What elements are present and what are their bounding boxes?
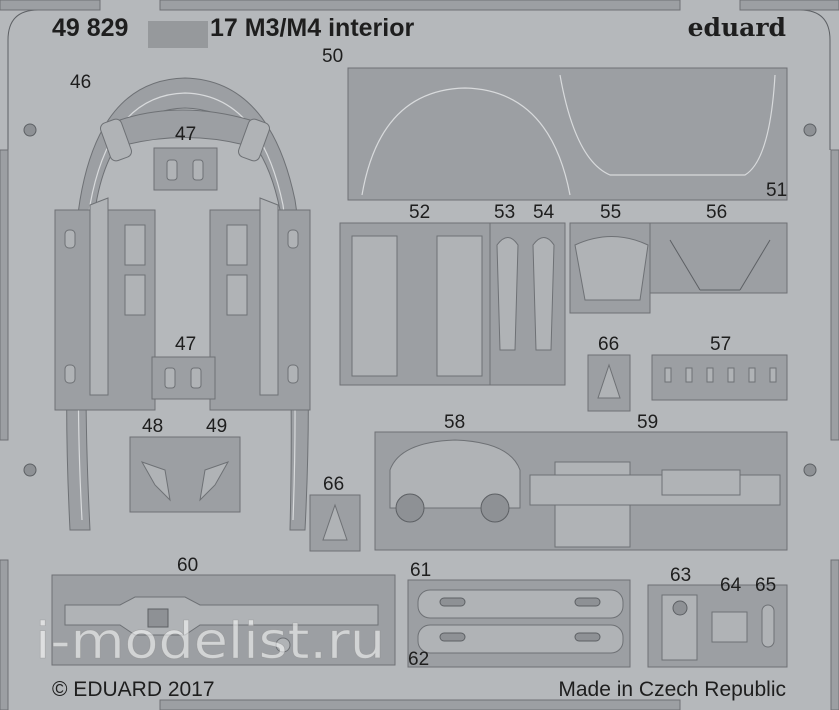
part-58-59 xyxy=(374,431,788,551)
part-label-60: 60 xyxy=(177,555,198,576)
mounting-hole xyxy=(23,463,37,477)
copyright: © EDUARD 2017 xyxy=(52,678,215,701)
part-label-57: 57 xyxy=(710,334,731,355)
part-60 xyxy=(51,574,396,666)
part-50-51 xyxy=(347,67,788,201)
part-55 xyxy=(569,222,651,314)
mounting-hole xyxy=(23,123,37,137)
part-label-56: 56 xyxy=(706,202,727,223)
part-63-65 xyxy=(647,584,788,668)
part-label-47: 47 xyxy=(175,124,196,145)
part-56 xyxy=(649,222,788,294)
part-label-59: 59 xyxy=(637,412,658,433)
part-label-51: 51 xyxy=(766,180,787,201)
mounting-hole xyxy=(803,123,817,137)
part-46 xyxy=(54,77,311,531)
part-label-66: 66 xyxy=(598,334,619,355)
part-47-top xyxy=(153,147,218,191)
part-label-47: 47 xyxy=(175,334,196,355)
part-label-61: 61 xyxy=(410,560,431,581)
part-52 xyxy=(339,222,496,386)
part-label-52: 52 xyxy=(409,202,430,223)
watermark: i-modelist.ru xyxy=(35,612,385,670)
part-label-55: 55 xyxy=(600,202,621,223)
mounting-hole xyxy=(803,463,817,477)
part-label-62: 62 xyxy=(408,649,429,670)
part-47-bottom xyxy=(151,356,216,400)
set-number: 49 829 xyxy=(52,14,128,42)
part-label-50: 50 xyxy=(322,46,343,67)
brand-logo: eduard xyxy=(688,13,786,42)
part-57 xyxy=(651,354,788,401)
part-label-49: 49 xyxy=(206,416,227,437)
part-66-b xyxy=(309,494,361,552)
part-label-53: 53 xyxy=(494,202,515,223)
part-label-48: 48 xyxy=(142,416,163,437)
part-label-63: 63 xyxy=(670,565,691,586)
set-title: 17 M3/M4 interior xyxy=(210,14,414,42)
part-61-62 xyxy=(407,579,631,668)
part-label-65: 65 xyxy=(755,575,776,596)
part-66-a xyxy=(587,354,631,412)
part-label-46: 46 xyxy=(70,72,91,93)
origin-text: Made in Czech Republic xyxy=(558,678,786,701)
part-label-66: 66 xyxy=(323,474,344,495)
part-label-54: 54 xyxy=(533,202,555,223)
redacted-box xyxy=(148,21,208,48)
part-53-54 xyxy=(489,222,566,386)
part-label-64: 64 xyxy=(720,575,742,596)
part-label-58: 58 xyxy=(444,412,465,433)
part-48-49 xyxy=(129,436,241,513)
